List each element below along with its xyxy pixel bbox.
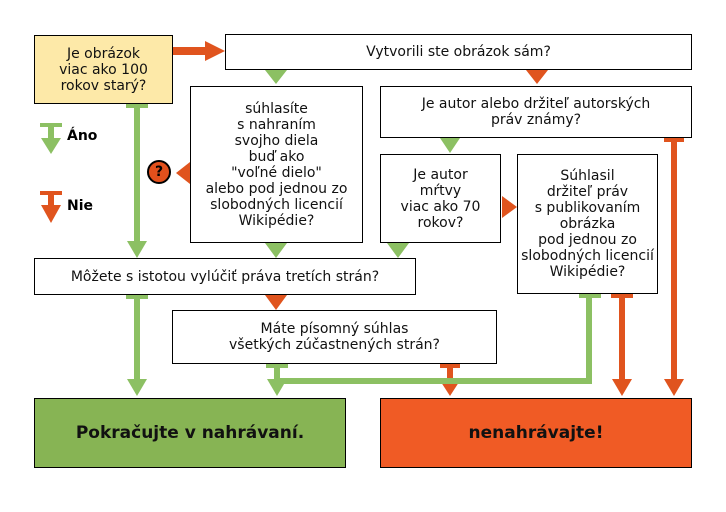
arrow-no-dead-to-holder xyxy=(502,196,517,218)
arrow-no-created-to-author-known xyxy=(526,70,548,84)
arrow-yes-known-to-dead xyxy=(440,138,460,153)
question-mark-icon: ? xyxy=(147,160,171,184)
arrow-no-third-party-to-consent xyxy=(265,295,287,310)
node-start: Je obrázok viac ako 100 rokov starý? xyxy=(34,35,173,104)
legend-no-arrow xyxy=(40,191,62,223)
arrow-yes-dead-to-third-party xyxy=(387,243,409,258)
node-upload: Pokračujte v nahrávaní. xyxy=(34,398,346,468)
node-created-self: Vytvorili ste obrázok sám? xyxy=(225,34,692,70)
legend-yes-arrow xyxy=(40,123,62,154)
legend-yes-label: Áno xyxy=(67,128,98,144)
arrow-no-holder-to-dont-upload xyxy=(611,294,633,396)
arrow-yes-third-party-to-upload xyxy=(126,295,148,396)
node-agree: súhlasíte s nahraním svojho diela buď ak… xyxy=(190,86,363,243)
arrow-yes-holder-to-upload xyxy=(280,294,601,384)
node-author-dead: Je autor mŕtvy viac ako 70 rokov? xyxy=(380,154,501,243)
arrow-no-known-to-dont-upload xyxy=(664,138,684,396)
node-written-consent: Máte písomný súhlas všetkých zúčastnenýc… xyxy=(172,310,497,364)
node-author-known: Je autor alebo držiteľ autorských práv z… xyxy=(380,86,692,138)
arrow-no-start-to-created xyxy=(173,41,225,61)
arrow-yes-agree-to-third-party xyxy=(265,243,287,258)
node-holder-agreed: Súhlasil držiteľ práv s publikovaním obr… xyxy=(517,154,658,294)
node-dont-upload: nenahrávajte! xyxy=(380,398,692,468)
legend-no-label: Nie xyxy=(67,198,94,214)
node-third-party: Môžete s istotou vylúčiť práva tretích s… xyxy=(34,258,416,295)
arrow-yes-start-to-third-party xyxy=(126,104,148,258)
arrow-yes-created-to-agree xyxy=(265,70,287,84)
arrow-no-agree-to-question xyxy=(176,162,190,184)
